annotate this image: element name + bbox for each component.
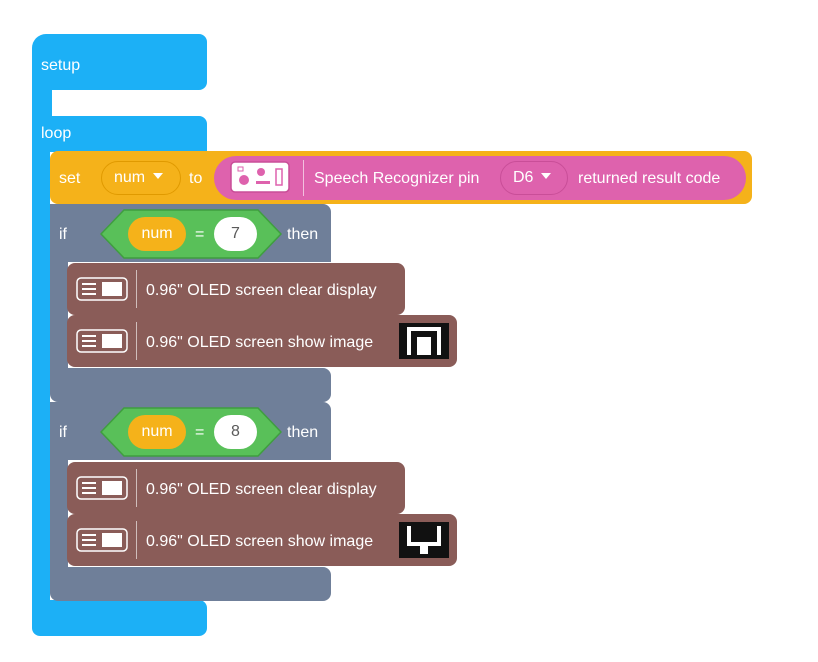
oled-show-label-2: 0.96" OLED screen show image — [146, 533, 374, 550]
oled-divider — [136, 322, 137, 360]
loop-header[interactable] — [32, 116, 207, 152]
setup-label: setup — [41, 57, 81, 74]
oled-divider — [136, 469, 137, 507]
if-block-2-spine — [50, 458, 68, 570]
if-block-1-footer — [50, 368, 331, 402]
oled-clear-block-2[interactable] — [67, 462, 405, 514]
to-label: to — [189, 170, 203, 187]
variable-dropdown-value: num — [114, 169, 146, 186]
if-label-1: if — [59, 226, 67, 243]
chevron-down-icon — [153, 173, 164, 180]
image-preview-7-icon[interactable] — [399, 323, 449, 359]
oled-screen-icon — [76, 476, 128, 500]
oled-divider — [136, 270, 137, 308]
set-label: set — [59, 170, 81, 187]
oled-show-label-1: 0.96" OLED screen show image — [146, 334, 374, 351]
image-preview-8-icon[interactable] — [399, 522, 449, 558]
oled-show-block-1[interactable] — [67, 315, 457, 367]
value-input-2[interactable]: 8 — [214, 415, 257, 449]
if-label-2: if — [59, 424, 67, 441]
speech-recognizer-label: Speech Recognizer pin — [314, 170, 480, 187]
oled-screen-icon — [76, 528, 128, 552]
loop-footer — [32, 600, 207, 636]
oled-show-block-2[interactable] — [67, 514, 457, 566]
variable-dropdown[interactable]: num — [101, 161, 181, 195]
equals-operator-2: = — [195, 424, 205, 441]
then-label-1: then — [287, 226, 319, 243]
loop-spine — [32, 150, 50, 605]
num-reporter-2[interactable]: num — [128, 415, 186, 449]
oled-clear-label-2: 0.96" OLED screen clear display — [146, 481, 377, 498]
reporter-divider — [303, 160, 304, 196]
oled-clear-label-1: 0.96" OLED screen clear display — [146, 282, 377, 299]
oled-screen-icon — [76, 329, 128, 353]
pin-dropdown-value: D6 — [513, 169, 534, 186]
if-block-1-spine — [50, 260, 68, 372]
oled-clear-block-1[interactable] — [67, 263, 405, 315]
equals-operator-1: = — [195, 226, 205, 243]
setup-block[interactable] — [32, 34, 207, 90]
num-reporter-1[interactable]: num — [128, 217, 186, 251]
chevron-down-icon — [541, 173, 552, 180]
speech-recognizer-reporter[interactable] — [214, 156, 746, 200]
returned-result-label: returned result code — [578, 170, 721, 187]
loop-label: loop — [41, 125, 72, 142]
oled-screen-icon — [76, 277, 128, 301]
oled-divider — [136, 521, 137, 559]
pin-dropdown[interactable]: D6 — [500, 161, 568, 195]
value-input-1[interactable]: 7 — [214, 217, 257, 251]
speech-recognizer-icon — [230, 161, 290, 193]
if-block-2-footer — [50, 567, 331, 601]
setup-notch — [32, 88, 52, 118]
then-label-2: then — [287, 424, 319, 441]
